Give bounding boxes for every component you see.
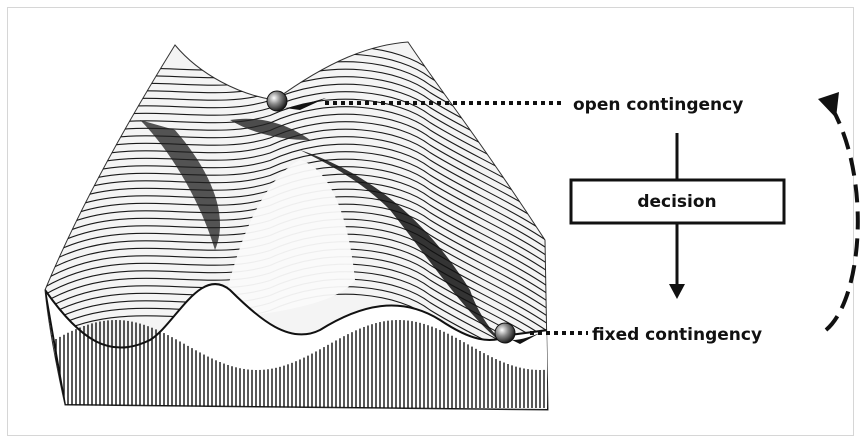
down-arrow-icon (669, 284, 685, 299)
return-dashed-arc (826, 108, 858, 330)
decision-label: decision (637, 192, 716, 212)
landscape-illustration (40, 42, 560, 410)
up-arrow-icon (818, 92, 839, 118)
fixed-contingency-label: fixed contingency (592, 325, 762, 345)
ball-top (267, 91, 287, 111)
open-contingency-label: open contingency (573, 95, 743, 115)
